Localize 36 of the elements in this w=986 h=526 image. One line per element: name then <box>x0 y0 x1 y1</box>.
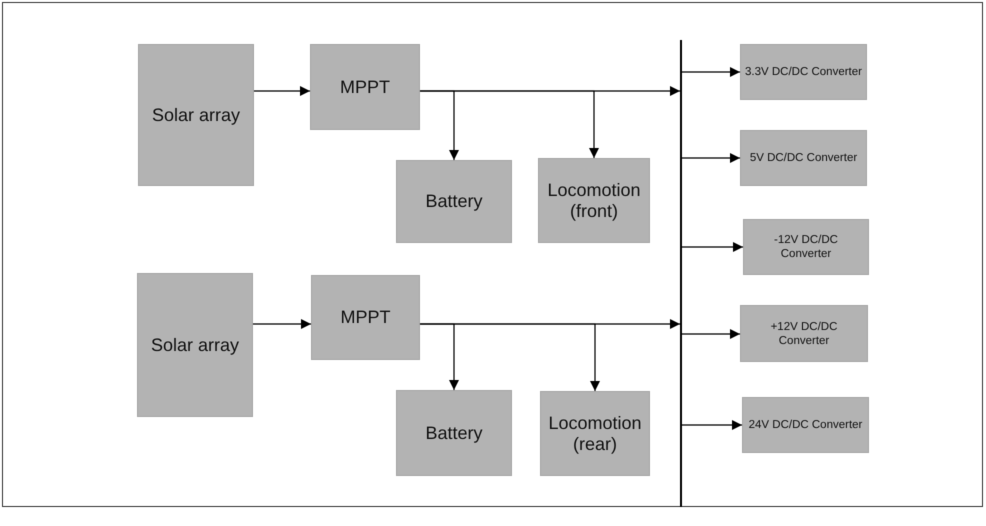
box-label: -12V DC/DC Converter <box>773 233 839 261</box>
process-box <box>742 397 869 453</box>
arrow <box>681 242 743 252</box>
process-box <box>538 158 650 243</box>
process-box <box>743 219 869 275</box>
box-label: +12V DC/DC Converter <box>770 320 838 348</box>
process-box <box>396 160 512 243</box>
arrow <box>420 319 680 329</box>
box-label: 5V DC/DC Converter <box>750 151 858 165</box>
box-label: Locomotion (rear) <box>547 412 643 454</box>
arrow <box>681 153 740 163</box>
box-label: Solar array <box>152 104 240 126</box>
process-box <box>740 305 868 362</box>
box-label: 3.3V DC/DC Converter <box>745 65 862 79</box>
arrow <box>253 319 311 329</box>
arrow <box>681 67 740 77</box>
process-box <box>540 391 650 476</box>
box-label: Battery <box>425 422 483 444</box>
box-label: MPPT <box>340 76 390 98</box>
box-label: MPPT <box>340 307 390 328</box>
arrow <box>254 86 310 96</box>
process-box <box>137 273 253 417</box>
box-label: Battery <box>425 191 483 212</box>
arrow <box>681 329 740 339</box>
process-box <box>311 275 420 360</box>
arrow <box>420 86 680 96</box>
bus-line <box>680 40 682 507</box>
arrow <box>681 420 742 430</box>
box-label: Locomotion (front) <box>546 180 642 222</box>
process-box <box>138 44 254 186</box>
process-box <box>740 44 867 100</box>
box-label: 24V DC/DC Converter <box>748 418 862 432</box>
process-box <box>396 390 512 476</box>
process-box <box>740 130 867 186</box>
process-box <box>310 44 420 130</box>
box-label: Solar array <box>150 334 240 356</box>
